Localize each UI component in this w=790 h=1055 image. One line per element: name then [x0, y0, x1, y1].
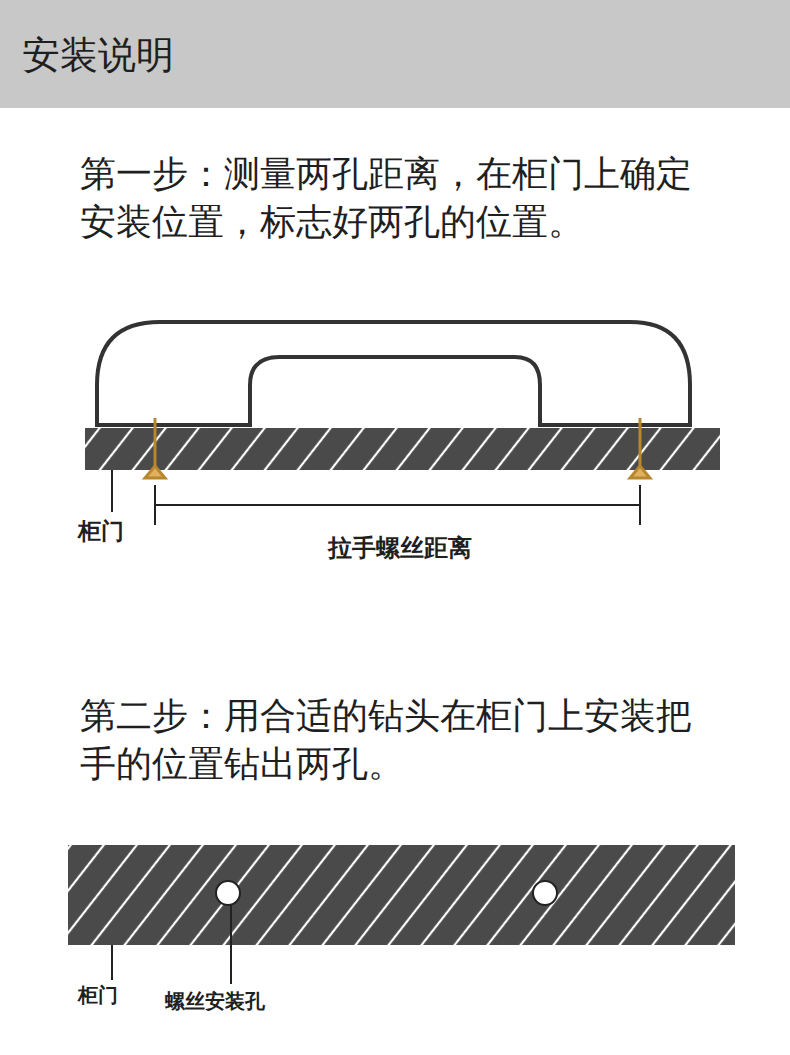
leader-line [111, 945, 113, 980]
part-label: 螺丝安装孔 [165, 988, 265, 1014]
title-bar [0, 0, 790, 108]
screw-hole [216, 881, 240, 905]
leader-line [230, 905, 232, 984]
leader-line [111, 470, 113, 512]
dimension-line [155, 485, 640, 525]
dimension-label: 拉手螺丝距离 [328, 533, 472, 565]
page-title: 安装说明 [22, 30, 174, 80]
step-text: 第一步：测量两孔距离，在柜门上确定安装位置，标志好两孔的位置。 [80, 150, 710, 245]
part-label: 柜门 [78, 982, 118, 1008]
screw [145, 418, 650, 478]
part-label: 柜门 [78, 516, 124, 546]
handle-inner [250, 357, 540, 427]
cabinet-door-face [68, 845, 735, 945]
step-text: 第二步：用合适的钻头在柜门上安装把手的位置钻出两孔。 [80, 692, 710, 787]
cabinet-door-section [85, 428, 720, 470]
screw-hole [533, 881, 557, 905]
